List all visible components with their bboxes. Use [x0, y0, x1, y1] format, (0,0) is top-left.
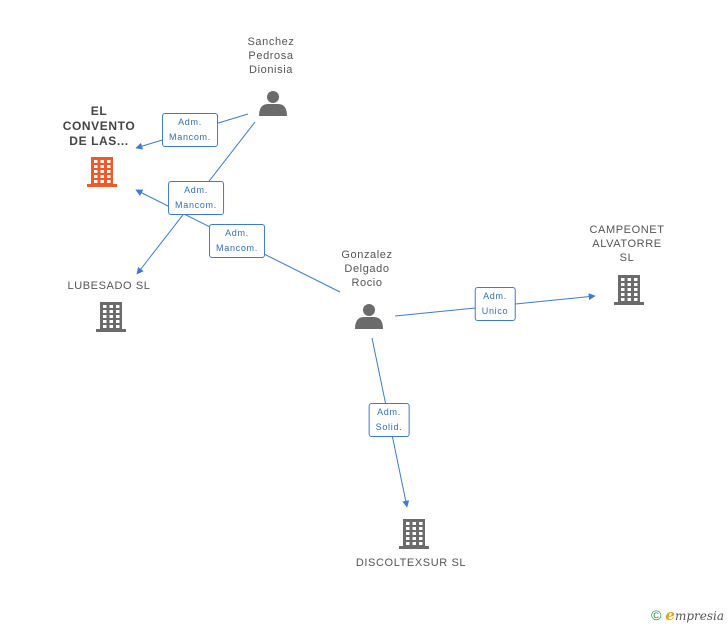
node-label-line: Dionisia: [249, 64, 293, 76]
node-label-line: DISCOLTEXSUR SL: [355, 557, 467, 569]
person-icon[interactable]: [355, 304, 383, 329]
edge-label-line: Mancom.: [169, 132, 211, 142]
footer-brand: © empresia: [651, 606, 724, 624]
person-icon[interactable]: [259, 91, 287, 116]
edge-label-gonzalez-to-convento[interactable]: Adm. Mancom.: [209, 224, 265, 258]
node-label-line: EL: [90, 104, 108, 118]
node-label-line: Delgado: [344, 263, 390, 275]
edge-label-line: Solid.: [375, 422, 403, 432]
node-label-campeonet[interactable]: CAMPEONET ALVATORRE SL: [589, 223, 664, 265]
node-label-line: SL: [619, 252, 635, 264]
building-icon[interactable]: [87, 157, 117, 187]
edge-label-gonzalez-to-campeonet[interactable]: Adm. Unico: [474, 287, 516, 321]
edge-label-line: Adm.: [178, 117, 202, 127]
node-label-line: CAMPEONET: [589, 224, 665, 236]
node-label-line: Pedrosa: [248, 50, 294, 62]
node-label-line: Sanchez: [247, 36, 295, 48]
edge-label-sanchez-to-lubesado[interactable]: Adm. Mancom.: [168, 181, 224, 215]
brand-logo: empresia: [665, 606, 724, 624]
edge-label-line: Mancom.: [175, 200, 217, 210]
edge-label-gonzalez-to-discoltexsur[interactable]: Adm. Solid.: [368, 403, 410, 437]
node-label-lubesado[interactable]: LUBESADO SL: [67, 279, 150, 293]
building-icon[interactable]: [614, 275, 644, 305]
edge-label-line: Unico: [481, 306, 509, 316]
edge-label-line: Adm.: [225, 228, 249, 238]
node-label-line: ALVATORRE: [592, 238, 662, 250]
edge-label-line: Adm.: [483, 291, 507, 301]
edge-label-line: Adm.: [377, 407, 401, 417]
building-icon[interactable]: [96, 302, 126, 332]
node-label-line: DE LAS...: [69, 134, 129, 148]
edge-label-line: Adm.: [184, 185, 208, 195]
node-label-discoltexsur[interactable]: DISCOLTEXSUR SL: [356, 556, 466, 570]
node-label-line: CONVENTO: [62, 119, 136, 133]
node-label-line: Rocio: [351, 277, 383, 289]
node-label-line: LUBESADO SL: [67, 280, 151, 292]
edge-label-sanchez-to-convento[interactable]: Adm. Mancom.: [162, 113, 218, 147]
edge-label-line: Mancom.: [216, 243, 258, 253]
building-icon[interactable]: [399, 519, 429, 549]
copyright-symbol: ©: [651, 607, 662, 623]
node-label-line: Gonzalez: [341, 249, 393, 261]
